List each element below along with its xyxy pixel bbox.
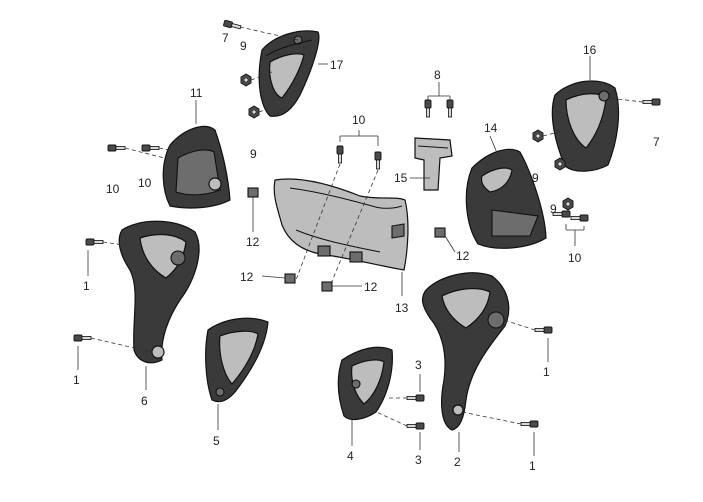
callout-16: 16 bbox=[583, 43, 597, 57]
leader-7a bbox=[239, 26, 299, 41]
part-10-bolt-center-b bbox=[374, 151, 382, 170]
part-9-nut-right-c bbox=[562, 197, 574, 211]
leader-1a bbox=[102, 241, 131, 247]
callout-15: 15 bbox=[394, 171, 408, 185]
part-10-bolt-right-b bbox=[570, 214, 589, 222]
part-1-bolt-right-a bbox=[534, 326, 553, 334]
part-16-cover bbox=[551, 80, 620, 172]
part-15-bracket bbox=[414, 137, 453, 191]
part-14-cover bbox=[465, 148, 547, 249]
callout-10b: 10 bbox=[138, 176, 152, 190]
callout-12d: 12 bbox=[456, 249, 470, 263]
part-9-nut-upper-b bbox=[248, 105, 260, 119]
leader-9c bbox=[542, 129, 567, 137]
part-12-clip-a bbox=[247, 187, 259, 198]
callout-labels: 7 9 9 17 11 10 10 10 8 16 7 14 15 9 9 10… bbox=[73, 31, 660, 473]
leader-14 bbox=[489, 135, 501, 161]
callout-12b: 12 bbox=[240, 270, 254, 284]
callout-17: 17 bbox=[330, 58, 344, 72]
part-4-plate bbox=[337, 346, 393, 421]
callout-1d: 1 bbox=[529, 459, 536, 473]
part-12-clip-c bbox=[321, 281, 333, 292]
part-5-plate bbox=[205, 317, 269, 403]
callout-9b: 9 bbox=[250, 147, 257, 161]
leader-1b bbox=[90, 337, 153, 353]
callout-9c: 9 bbox=[532, 171, 539, 185]
callout-14: 14 bbox=[484, 121, 498, 135]
callout-7a: 7 bbox=[222, 31, 229, 45]
part-8-bolt-b bbox=[446, 99, 454, 118]
callout-5: 5 bbox=[213, 434, 220, 448]
leader-10b bbox=[158, 147, 179, 153]
part-13-tray bbox=[273, 178, 409, 271]
part-17-cover bbox=[258, 30, 320, 117]
callout-1a: 1 bbox=[83, 279, 90, 293]
callout-3a: 3 bbox=[415, 358, 422, 372]
part-12-clip-d bbox=[434, 227, 446, 238]
leader-9d bbox=[564, 157, 579, 165]
part-11-cover bbox=[162, 125, 231, 209]
callout-8: 8 bbox=[434, 68, 441, 82]
part-8-bolt-a bbox=[424, 99, 432, 118]
callout-7b: 7 bbox=[653, 135, 660, 149]
part-9-nut-upper-a bbox=[240, 73, 252, 87]
leader-1d bbox=[461, 411, 522, 425]
leader-1c bbox=[503, 319, 536, 331]
callout-10a: 10 bbox=[106, 182, 120, 196]
part-1-bolt-left-b bbox=[73, 334, 92, 342]
callout-6: 6 bbox=[141, 394, 148, 408]
leader-9b bbox=[258, 107, 271, 113]
leader-9a bbox=[250, 71, 273, 81]
part-7-bolt-right bbox=[642, 98, 661, 106]
part-2-bracket bbox=[421, 272, 510, 431]
bracket-10-center bbox=[339, 130, 379, 146]
part-3-bolt-b bbox=[406, 422, 425, 430]
part-3-bolt-a bbox=[406, 394, 425, 402]
callout-11: 11 bbox=[190, 86, 203, 100]
part-10-bolt-left-b bbox=[141, 144, 160, 152]
callout-1c: 1 bbox=[543, 365, 550, 379]
callout-10d: 10 bbox=[568, 251, 582, 265]
part-9-nut-right-a bbox=[532, 129, 544, 143]
callout-1b: 1 bbox=[73, 373, 80, 387]
part-10-bolt-center-a bbox=[336, 145, 344, 164]
part-1-bolt-right-b bbox=[520, 420, 539, 428]
leader-12b bbox=[261, 275, 286, 279]
bracket-8 bbox=[427, 82, 451, 100]
part-12-clip-b bbox=[284, 273, 296, 284]
part-1-bolt-left-a bbox=[85, 238, 104, 246]
leader-12d bbox=[444, 235, 456, 253]
part-6-bracket bbox=[118, 220, 200, 364]
callout-9d: 9 bbox=[550, 202, 557, 216]
leader-10a bbox=[124, 147, 173, 161]
callout-2: 2 bbox=[454, 455, 461, 469]
callout-10c: 10 bbox=[352, 113, 366, 127]
callout-13: 13 bbox=[395, 301, 409, 315]
callout-12c: 12 bbox=[364, 280, 378, 294]
callout-4: 4 bbox=[347, 449, 354, 463]
bracket-10-right bbox=[565, 224, 585, 246]
leader-7b bbox=[607, 97, 644, 103]
leader-3b bbox=[371, 409, 408, 427]
part-9-nut-right-b bbox=[554, 157, 566, 171]
callout-9a: 9 bbox=[240, 39, 247, 53]
callout-12a: 12 bbox=[246, 235, 260, 249]
part-7-bolt-upper-left bbox=[222, 19, 242, 31]
part-10-bolt-left-a bbox=[107, 144, 126, 152]
callout-3b: 3 bbox=[415, 453, 422, 467]
